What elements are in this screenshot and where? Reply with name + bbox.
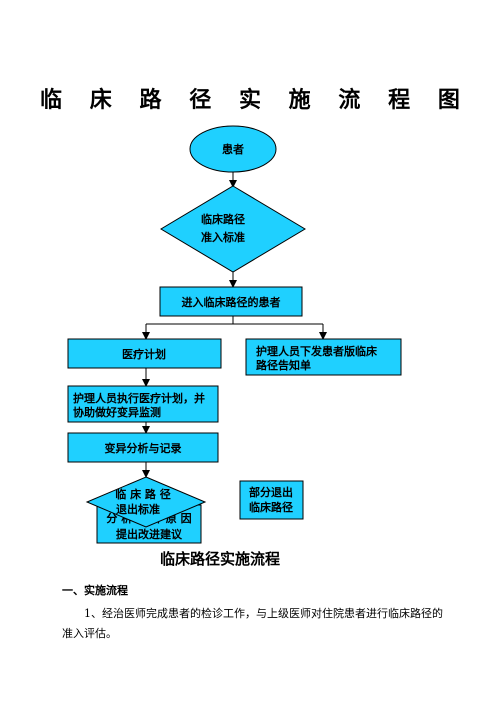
title-char: 临 (40, 88, 63, 113)
connectors (142, 172, 327, 478)
entry-criteria-label-1: 临床路径 (201, 212, 245, 226)
title-char: 施 (288, 88, 311, 113)
entered-patients-box (159, 286, 303, 317)
title-char: 床 (89, 88, 112, 113)
title-char: 程 (388, 88, 411, 113)
title-char: 实 (238, 88, 261, 113)
entered-patients-label: 进入临床路径的患者 (182, 295, 281, 309)
partial-exit-label-2: 临床路径 (249, 500, 293, 514)
exit-criteria-diamond (85, 476, 207, 528)
nurse-execute-box (67, 385, 219, 423)
nurse-notice-box (245, 338, 402, 376)
flowchart: 患者 临床路径 准入标准 进入临床路径的患者 医疗计划 护理人员下发患者版临床 … (67, 125, 402, 544)
variance-record-label: 变异分析与记录 (105, 441, 182, 455)
paragraph: 1、经治医师完成患者的检诊工作，与上级医师对住院患者进行临床路径的准入评估。 (62, 607, 443, 640)
title-char: 路 (139, 88, 162, 113)
entry-criteria-label-2: 准入标准 (201, 230, 245, 244)
title-char: 图 (437, 88, 460, 113)
patient-label: 患者 (222, 142, 244, 156)
section-title: 临床路径实施流程 (160, 550, 281, 568)
title-char: 流 (338, 88, 361, 113)
nurse-notice-label-1: 护理人员下发患者版临床 (256, 344, 378, 358)
nurse-notice-label-2: 路径告知单 (256, 358, 311, 372)
entry-criteria-diamond (160, 185, 306, 273)
variance-record-box (67, 432, 219, 463)
nurse-execute-label-1: 护理人员执行医疗计划，并 (73, 391, 205, 405)
medical-plan-box (67, 338, 222, 369)
medical-plan-label: 医疗计划 (122, 347, 166, 361)
patient-node (189, 125, 277, 173)
partial-exit-label-1: 部分退出 (249, 485, 293, 499)
exit-criteria-label-1: 临 床 路 径 (115, 487, 171, 501)
page-title: 临 床 路 径 实 施 流 程 图 (40, 82, 460, 114)
exit-criteria-label-2: 退出标准 (116, 502, 160, 516)
title-char: 径 (189, 88, 212, 113)
nurse-execute-label-2: 协助做好变异监测 (73, 405, 161, 419)
section-heading: 一、实施流程 (62, 584, 128, 597)
partial-exit-box (239, 480, 304, 520)
analyze-variance-label-2: 提出改进建议 (116, 527, 183, 541)
